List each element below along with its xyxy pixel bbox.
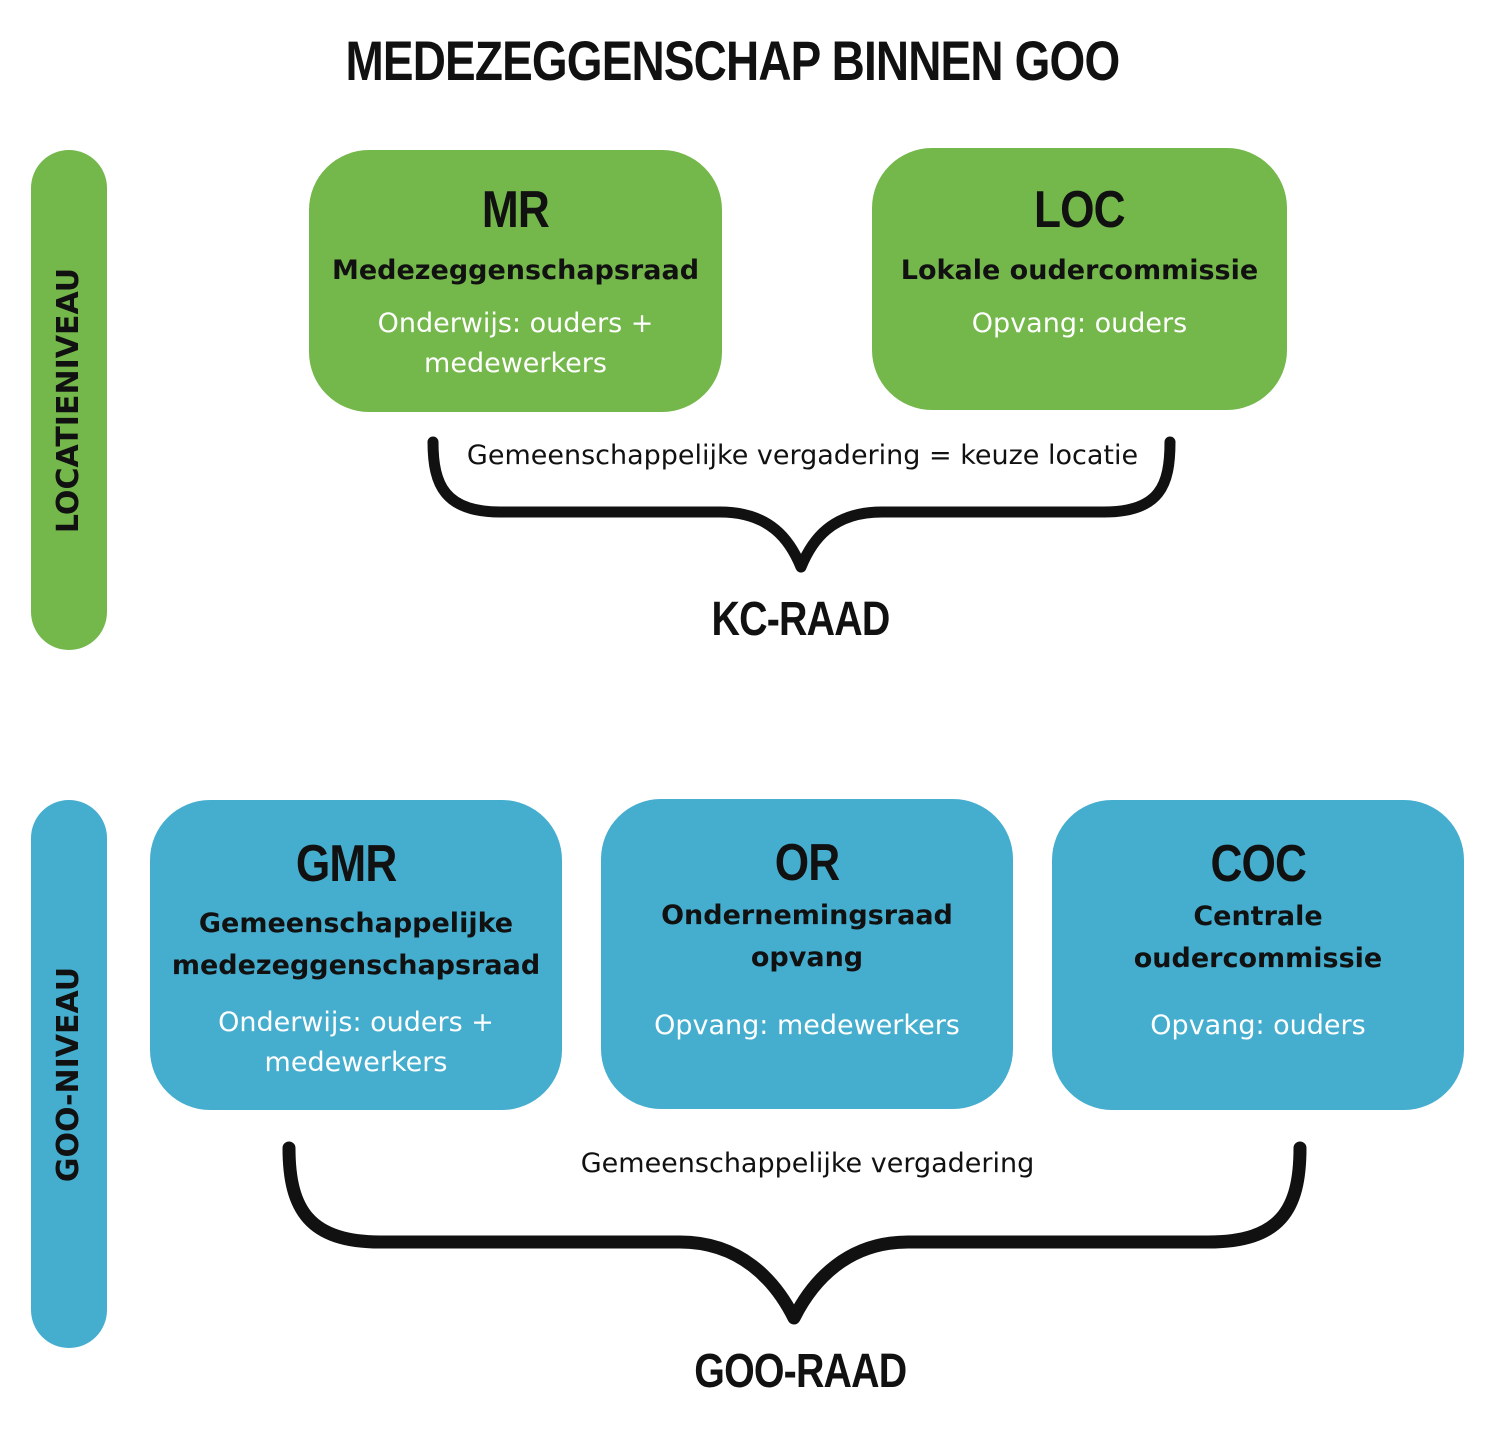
meeting-note-goo: Gemeenschappelijke vergadering: [580, 1148, 1035, 1179]
box-description: Opvang: ouders: [971, 308, 1188, 339]
council-kc-raad: KC-RAAD: [711, 593, 890, 646]
box-fullname: Centrale oudercommissie: [1133, 901, 1383, 974]
council-goo-raad: GOO-RAAD: [693, 1345, 907, 1398]
level-pill-locatie: LOCATIENIVEAU: [31, 150, 107, 650]
box-coc: COC Centrale oudercommissie Opvang: oude…: [1052, 800, 1464, 1110]
box-mr: MR Medezeggenschapsraad Onderwijs: ouder…: [309, 150, 722, 412]
box-fullname: Gemeenschappelijke medezeggenschapsraad: [171, 908, 541, 981]
page-title: MEDEZEGGENSCHAP BINNEN GOO: [345, 29, 1120, 92]
box-description: Opvang: ouders: [1150, 1010, 1366, 1041]
box-fullname: Lokale oudercommissie: [900, 255, 1259, 286]
box-abbr: GMR: [295, 835, 397, 893]
meeting-note-locatie: Gemeenschappelijke vergadering = keuze l…: [466, 440, 1139, 471]
level-pill-goo: GOO-NIVEAU: [31, 800, 107, 1348]
box-abbr: COC: [1210, 835, 1307, 893]
box-abbr: OR: [774, 834, 840, 892]
box-description: Onderwijs: ouders + medewerkers: [377, 308, 654, 379]
box-description: Opvang: medewerkers: [654, 1010, 960, 1041]
box-gmr: GMR Gemeenschappelijke medezeggenschapsr…: [150, 800, 562, 1110]
box-or: OR Ondernemingsraad opvang Opvang: medew…: [601, 799, 1013, 1109]
box-fullname: Ondernemingsraad opvang: [661, 900, 953, 973]
box-fullname: Medezeggenschapsraad: [331, 255, 700, 286]
box-abbr: LOC: [1034, 181, 1126, 239]
box-description: Onderwijs: ouders + medewerkers: [218, 1007, 494, 1078]
box-abbr: MR: [481, 181, 550, 239]
box-loc: LOC Lokale oudercommissie Opvang: ouders: [872, 148, 1287, 410]
